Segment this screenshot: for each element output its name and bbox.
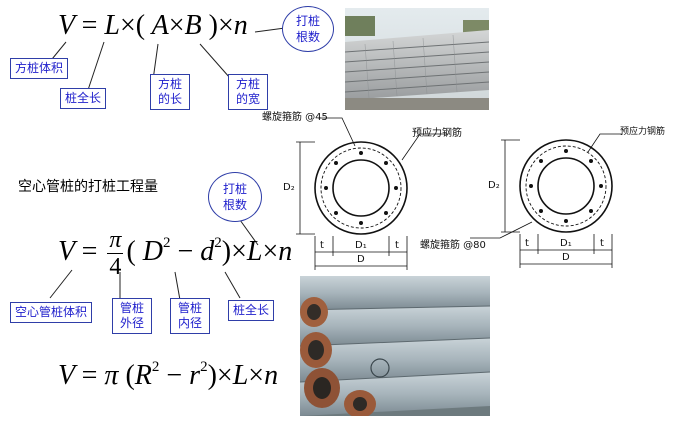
f3-R-exp: 2 [151,359,160,375]
heading-hollow-pile: 空心管桩的打桩工程量 [18,179,158,195]
right-t2-label: t [600,238,604,249]
bubble-pile-count-2: 打桩 根数 [208,172,262,222]
label-square-pile-width: 方桩 的宽 [228,74,268,110]
left-D-label: D [357,254,365,265]
f3-times1: × [216,360,233,391]
formula-hollow-pile-radius: V = π (R2 − r2)×L×n [58,360,278,390]
square-pile-stack [345,30,489,100]
formula-square-pile: V = L×( A×B )×n [58,12,248,40]
f2-line-volume [49,269,73,299]
right-prestress-label: 预应力钢筋 [620,127,666,137]
pipe-ends [300,297,376,416]
f1-times3: × [217,10,234,41]
f3-L: L [232,360,249,391]
right-D-label: D [562,252,570,263]
spiral-circle-left [320,147,402,229]
left-D2-label: D₂ [283,182,295,193]
inner-circle-right [537,157,595,215]
photo-hollow-pipe-piles [300,276,490,416]
f2-V: V [58,235,75,267]
f3-minus: − [166,360,183,391]
f1-B: B [184,10,202,41]
bubble-pile-count-1: 打桩 根数 [282,6,334,52]
f3-n: n [264,360,279,391]
f2-n: n [278,235,293,267]
f1-times2: × [168,10,185,41]
outer-circle-left [314,141,408,235]
f1-rparen: ) [208,10,218,41]
formula-hollow-pile: V = π 4 ( D2 − d2)×L×n [58,228,292,279]
left-t2-label: t [395,240,399,251]
left-spiral-label: 螺旋箍筋 @45 [262,112,328,123]
f1-V: V [58,10,75,41]
f1-L: L [104,10,120,41]
right-spiral-label: 螺旋箍筋 @80 [420,240,486,251]
f1-A: A [151,10,169,41]
f2-line-L [224,271,241,299]
f2-rparen: ) [221,235,232,267]
cross-section-left [296,117,448,270]
f1-line-length [87,41,105,91]
f2-eq: = [81,235,98,267]
f3-r-exp: 2 [200,359,208,375]
f2-four: 4 [109,254,122,280]
f2-D-exp: 2 [163,234,171,251]
f1-lparen: ( [135,10,146,41]
label-pile-full-length-2: 桩全长 [228,300,275,321]
label-pipe-inner-diameter: 管桩 内径 [170,298,210,334]
right-t1-label: t [525,238,529,249]
f3-times2: × [248,360,265,391]
f2-lparen: ( [126,235,136,267]
left-D1-label: D₁ [355,240,367,251]
f2-pi: π [107,227,124,254]
photo-square-piles [345,8,489,110]
f3-r: r [189,360,201,391]
f3-R: R [134,360,152,391]
f1-line-n [254,27,286,33]
f1-eq: = [81,10,98,41]
f2-d-exp: 2 [214,234,222,251]
rebar-dots-left [324,151,398,225]
f2-D: D [142,235,163,267]
label-hollow-pile-volume: 空心管桩体积 [10,302,93,323]
label-pipe-outer-diameter: 管桩 外径 [112,298,152,334]
outer-circle-right [519,139,613,233]
f2-fraction: π 4 [107,227,124,280]
f1-line-B [199,43,231,79]
inner-circle-left [332,159,390,217]
label-square-pile-volume: 方桩体积 [10,58,69,79]
f2-minus: − [177,235,194,267]
f2-times2: × [262,235,279,267]
label-pile-full-length-1: 桩全长 [60,88,107,109]
f2-line-d [174,271,181,301]
right-D1-label: D₁ [560,238,572,249]
f3-eq: = [81,360,98,391]
rebar-dots-right [529,149,603,223]
f1-n: n [233,10,248,41]
left-t1-label: t [320,240,324,251]
f2-L: L [246,235,263,267]
f2-d: d [200,235,215,267]
f3-lparen: ( [125,360,135,391]
cross-section-right [470,133,622,268]
pipe-stamp-logo [370,358,390,378]
right-D2-label: D₂ [488,180,500,191]
f3-pi: π [104,360,119,391]
left-prestress-label: 预应力钢筋 [412,128,462,139]
label-square-pile-length: 方桩 的长 [150,74,190,110]
f2-line-n [239,219,259,246]
pipe-pile-stack [300,276,490,416]
f3-rparen: ) [207,360,217,391]
f3-V: V [58,360,75,391]
f2-times1: × [231,235,247,267]
f1-times1: × [119,10,136,41]
spiral-circle-right [525,145,607,227]
